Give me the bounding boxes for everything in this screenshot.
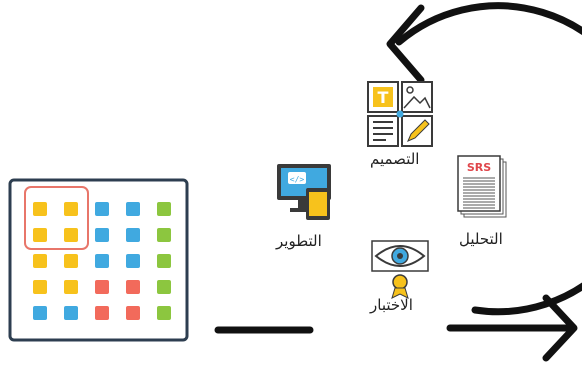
- stage-label-development: التطوير: [276, 232, 322, 250]
- output-arrowhead: [542, 294, 578, 362]
- board-task-card: [95, 202, 109, 216]
- board-task-card: [126, 228, 140, 242]
- board-task-card: [126, 280, 140, 294]
- board-task-card: [157, 254, 171, 268]
- board-task-card: [126, 306, 140, 320]
- board-task-card: [64, 306, 78, 320]
- board-task-card: [95, 306, 109, 320]
- board-task-card: [33, 228, 47, 242]
- board-task-card: [126, 254, 140, 268]
- highlight-frame: [24, 186, 89, 250]
- board-task-card: [33, 280, 47, 294]
- svg-text:T: T: [378, 88, 389, 107]
- board-task-card: [33, 306, 47, 320]
- board-task-card: [157, 228, 171, 242]
- board-task-card: [95, 254, 109, 268]
- devices-code-icon: </>: [277, 164, 331, 220]
- srs-title: SRS: [467, 161, 491, 174]
- board-task-card: [64, 254, 78, 268]
- board-task-card: [157, 306, 171, 320]
- design-tools-icon: T: [367, 81, 433, 147]
- board-task-card: [126, 202, 140, 216]
- stage-label-testing: الاختبار: [370, 296, 413, 314]
- board-task-card: [64, 228, 78, 242]
- eye-badge-icon: [371, 240, 429, 299]
- board-task-card: [95, 228, 109, 242]
- backlog-board-icon: [8, 178, 189, 342]
- board-task-card: [64, 280, 78, 294]
- stage-label-design: التصميم: [370, 150, 420, 168]
- stage-label-analysis: التحليل: [459, 230, 503, 248]
- cycle-loop: [395, 2, 582, 316]
- board-task-card: [33, 202, 47, 216]
- code-glyph: </>: [290, 175, 305, 184]
- srs-document-icon: SRS: [457, 155, 507, 218]
- cycle-arrowhead: [386, 4, 425, 84]
- board-task-card: [95, 280, 109, 294]
- board-task-card: [33, 254, 47, 268]
- board-task-card: [157, 280, 171, 294]
- board-task-card: [64, 202, 78, 216]
- board-task-card: [157, 202, 171, 216]
